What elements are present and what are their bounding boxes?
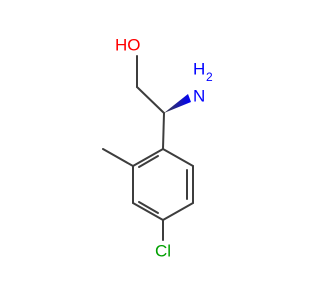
ring-bond-1	[162, 148, 194, 167]
chloro-label: Cl	[155, 241, 171, 260]
hydroxyl-label: HO	[115, 35, 141, 54]
bond-ch-ring	[162, 112, 165, 150]
ring-bond-4	[132, 202, 164, 221]
bond-methyl	[102, 148, 134, 167]
amine-subscript: 2	[206, 70, 213, 84]
stereo-wedge-bond	[164, 94, 191, 113]
ring-double-bond-c	[138, 155, 159, 168]
bond-ch2-ch	[136, 86, 165, 114]
chemical-structure: HO H N 2 Cl	[102, 35, 213, 260]
ring-bond-6	[132, 148, 164, 167]
amine-n-label: N	[193, 86, 205, 105]
ring-double-bond-b	[138, 201, 159, 214]
amine-h-label: H	[193, 59, 205, 78]
ring-bond-3	[162, 202, 194, 221]
